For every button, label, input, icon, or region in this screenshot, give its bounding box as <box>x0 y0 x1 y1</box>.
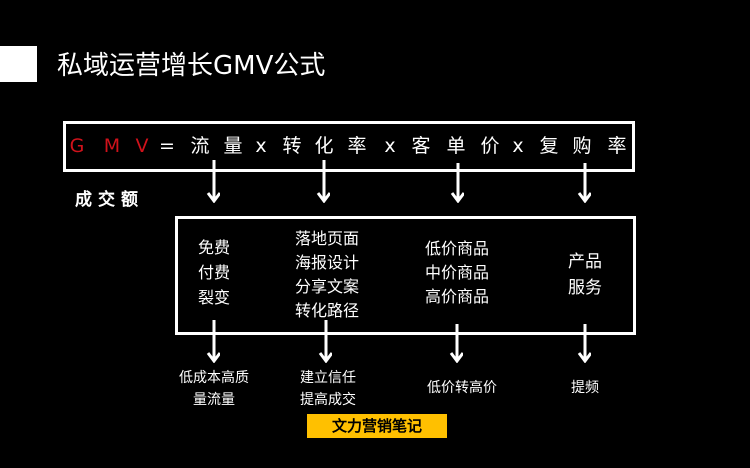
item: 高价商品 <box>424 287 490 306</box>
column-conversion: 落地页面 海报设计 分享文案 转化路径 <box>295 227 359 323</box>
result-repurchase: 提频 <box>571 377 599 399</box>
down-arrow-icon <box>318 320 332 363</box>
formula-token: x <box>255 135 267 157</box>
item: 分享文案 <box>294 277 360 296</box>
item: 裂变 <box>197 288 231 307</box>
formula-token: x <box>384 135 396 157</box>
formula-token: 价 <box>480 135 500 157</box>
down-arrow-icon <box>206 320 220 363</box>
down-arrow-icon <box>449 324 463 363</box>
result-line: 低价转高价 <box>427 380 497 396</box>
down-arrow-icon <box>316 160 330 203</box>
gmv-label: 成交额 <box>75 190 144 210</box>
item: 付费 <box>197 263 231 282</box>
down-arrow-icon <box>577 324 591 363</box>
down-arrow-icon <box>450 163 464 203</box>
title-marker-square <box>0 46 37 82</box>
column-repurchase: 产品 服务 <box>568 249 602 301</box>
item: 落地页面 <box>294 229 360 248</box>
formula-token: 客 <box>411 135 431 157</box>
page-title: 私域运营增长GMV公式 <box>57 51 326 81</box>
formula-token: = <box>159 135 175 157</box>
item: 免费 <box>197 238 231 257</box>
formula-token: V <box>135 135 149 157</box>
column-traffic: 免费 付费 裂变 <box>198 235 230 310</box>
item: 低价商品 <box>424 239 490 258</box>
formula-token: G <box>69 135 85 157</box>
formula-token: 单 <box>446 135 466 157</box>
watermark-label: 文力营销笔记 <box>307 414 447 438</box>
formula-token: x <box>512 135 524 157</box>
column-price: 低价商品 中价商品 高价商品 <box>425 237 489 309</box>
result-line: 提高成交 <box>300 392 356 408</box>
formula-token: 购 <box>572 135 592 157</box>
formula-token: 化 <box>314 135 334 157</box>
result-line: 量流量 <box>193 392 235 408</box>
formula-token: 率 <box>347 135 367 157</box>
result-conversion: 建立信任 提高成交 <box>300 367 356 411</box>
formula-token: M <box>103 135 121 157</box>
down-arrow-icon <box>577 163 591 203</box>
result-traffic: 低成本高质 量流量 <box>179 367 249 411</box>
formula-box <box>63 121 635 172</box>
item: 转化路径 <box>294 301 360 320</box>
formula-token: 率 <box>607 135 627 157</box>
item: 服务 <box>568 278 602 298</box>
formula-token: 复 <box>539 135 559 157</box>
down-arrow-icon <box>206 160 220 203</box>
item: 中价商品 <box>424 263 490 282</box>
item: 产品 <box>568 252 602 272</box>
result-line: 提频 <box>571 380 599 396</box>
formula-token: 量 <box>223 135 243 157</box>
item: 海报设计 <box>294 253 360 272</box>
result-price: 低价转高价 <box>427 377 497 399</box>
result-line: 建立信任 <box>300 370 356 386</box>
methods-box <box>175 216 636 335</box>
result-line: 低成本高质 <box>179 370 249 386</box>
formula-token: 流 <box>190 135 210 157</box>
formula-token: 转 <box>282 135 302 157</box>
